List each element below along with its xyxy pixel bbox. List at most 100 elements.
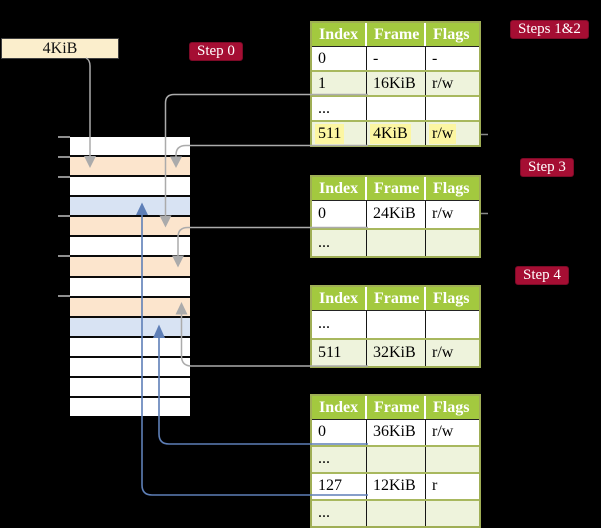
highlighted-cell-text: 4KiB xyxy=(370,123,411,144)
table-cell: 127 xyxy=(312,473,367,499)
label-step-0: Step 0 xyxy=(189,42,243,61)
cell-text: r/w xyxy=(432,344,454,362)
memory-frame-20kib-free xyxy=(70,235,190,256)
cell-text: - xyxy=(432,49,438,67)
header-cell: Index xyxy=(312,23,367,46)
cell-text: ... xyxy=(318,450,330,468)
physical-memory-stack xyxy=(70,137,190,417)
table-cell: 0 xyxy=(312,47,367,70)
cell-text: 0 xyxy=(318,423,326,441)
table-cell: r/w xyxy=(426,420,479,445)
table-cell xyxy=(426,311,479,338)
table-cell: - xyxy=(367,47,426,70)
table-row: 511 4KiB r/w xyxy=(312,120,479,145)
cell-text: 12KiB xyxy=(373,477,416,495)
table-cell xyxy=(367,97,426,120)
table-cell: 12KiB xyxy=(367,473,426,499)
cell-text: ... xyxy=(318,234,330,252)
memory-frame-24kib-page-table xyxy=(70,255,190,276)
table-cell: 511 xyxy=(312,122,367,145)
table-cell: 16KiB xyxy=(367,72,426,95)
cell-text: ... xyxy=(318,315,330,333)
table-cell xyxy=(367,311,426,338)
table-cell xyxy=(426,230,479,257)
table-cell xyxy=(426,447,479,472)
table-cell: r/w xyxy=(426,201,479,228)
ruler-tick xyxy=(58,295,70,297)
cell-text: - xyxy=(373,49,379,67)
table-row: ... xyxy=(312,498,479,526)
memory-frame-32kib-page-table xyxy=(70,295,190,316)
table-row: ... xyxy=(312,95,479,120)
table-cell: 4KiB xyxy=(367,122,426,145)
table-cell: 0 xyxy=(312,420,367,445)
highlighted-cell-text: 511 xyxy=(315,123,345,144)
table-cell: 511 xyxy=(312,339,367,367)
table-row: 1 16KiB r/w xyxy=(312,70,479,95)
table-row: 0 36KiB r/w xyxy=(312,420,479,445)
memory-frame-52kib-free xyxy=(70,396,190,417)
page-table-base-box: 4KiB xyxy=(1,38,119,59)
cell-text: 511 xyxy=(318,344,342,362)
cell-text: r/w xyxy=(432,74,454,92)
cell-text: 16KiB xyxy=(373,74,416,92)
cell-text: ... xyxy=(318,504,330,522)
table-cell: ... xyxy=(312,97,367,120)
memory-frame-36kib-page xyxy=(70,315,190,336)
table-cell: 1 xyxy=(312,72,367,95)
table-cell: - xyxy=(426,47,479,70)
table-row: ... xyxy=(312,311,479,338)
table-row: ... xyxy=(312,444,479,472)
header-cell: Frame xyxy=(367,396,426,419)
table-cell: r/w xyxy=(426,72,479,95)
page-table-base-label: 4KiB xyxy=(42,39,78,57)
connector-pt1-entry511-to-frame-4kib xyxy=(170,144,368,168)
header-cell: Flags xyxy=(433,179,470,197)
header-cell: Flags xyxy=(433,25,470,43)
table-row: 127 12KiB r xyxy=(312,471,479,499)
table-cell: 0 xyxy=(312,201,367,228)
header-cell: Index xyxy=(312,287,367,310)
label-step-4: Step 4 xyxy=(515,266,569,285)
ruler-tick xyxy=(58,215,70,217)
table-cell: ... xyxy=(312,229,367,257)
table-cell xyxy=(367,229,426,257)
cell-text: 0 xyxy=(318,49,326,67)
table-cell: ... xyxy=(312,500,367,526)
memory-frame-48kib-free xyxy=(70,375,190,397)
header-cell: Flags xyxy=(433,398,470,416)
memory-frame-28kib-free xyxy=(70,275,190,296)
table-cell xyxy=(367,446,426,472)
table-cell xyxy=(367,500,426,526)
memory-frame-0kib-free xyxy=(70,137,190,156)
table-row: ... xyxy=(312,227,479,257)
memory-frame-12kib-page xyxy=(70,195,190,216)
table-cell: ... xyxy=(312,311,367,338)
table-cell: 36KiB xyxy=(367,420,426,445)
table-cell: r xyxy=(426,474,479,499)
header-cell: Frame xyxy=(367,287,426,310)
cell-text: 0 xyxy=(318,205,326,223)
cell-text: 36KiB xyxy=(373,423,416,441)
highlighted-cell-text: r/w xyxy=(429,123,457,144)
ruler-tick xyxy=(58,136,70,138)
memory-frame-44kib-free xyxy=(70,355,190,376)
header-cell: Frame xyxy=(367,23,426,46)
cell-text: ... xyxy=(318,99,330,117)
ruler-tick xyxy=(58,156,70,158)
table-cell: ... xyxy=(312,446,367,472)
label-steps-1-2: Steps 1&2 xyxy=(510,20,589,39)
memory-frame-16kib-page-table xyxy=(70,215,190,236)
ruler-tick xyxy=(58,255,70,257)
table-cell: r/w xyxy=(426,340,479,367)
memory-frame-4kib-page-table xyxy=(70,155,190,176)
